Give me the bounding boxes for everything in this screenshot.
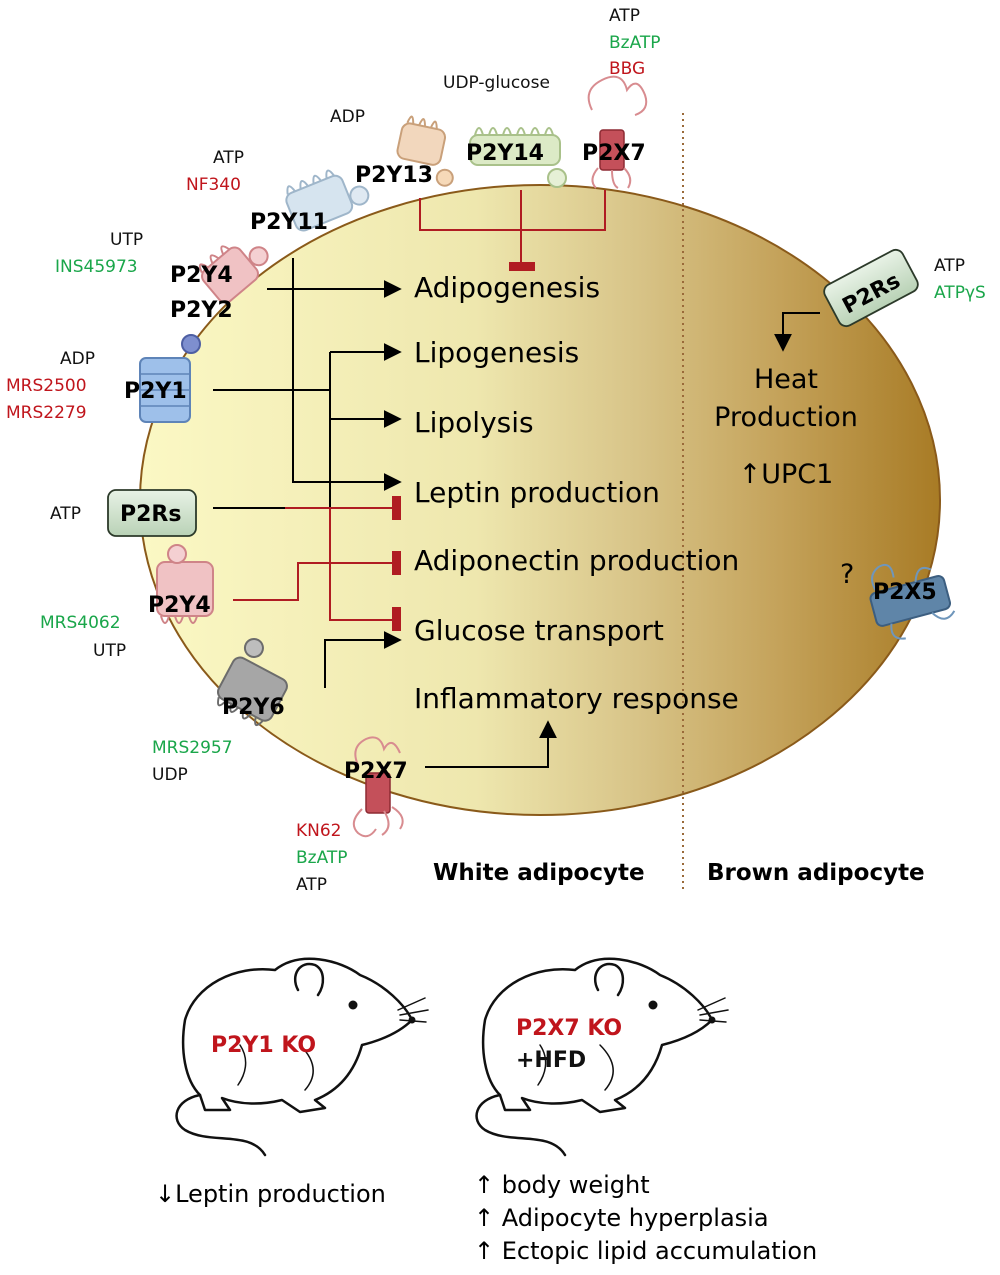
p2y13-receptor-icon: [396, 115, 454, 187]
p2x7-bottom-ligand-atp: ATP: [296, 875, 327, 895]
p2y1-ligand-mrs2500: MRS2500: [6, 376, 87, 396]
p2y1-ligand-mrs2279: MRS2279: [6, 403, 87, 423]
p2y4-bottom-label: P2Y4: [148, 593, 211, 618]
p2x7-bottom-ligand-bzatp: BzATP: [296, 848, 348, 868]
p2rs-white-label: P2Rs: [120, 502, 181, 527]
process-lipogenesis: Lipogenesis: [414, 336, 579, 369]
p2rs-brown-ligand-atp: ATP: [934, 256, 965, 276]
adipogenesis-inhibition-lines: [419, 190, 606, 262]
mouse-right-icon: [475, 957, 729, 1157]
p2y13-ligand: ADP: [330, 107, 365, 127]
right-outcome-hyperplasia: ↑ Adipocyte hyperplasia: [474, 1204, 769, 1232]
process-leptin-production: Leptin production: [414, 476, 660, 509]
p2y11-receptor-icon: [285, 169, 370, 232]
p2x7-top-ligand-bbg: BBG: [609, 59, 645, 79]
p2y11-label: P2Y11: [250, 210, 328, 235]
p2y6-ligand-mrs2957: MRS2957: [152, 738, 233, 758]
p2rs-brown-ligand-atpgs: ATPγS: [934, 283, 986, 303]
p2y11-ligand-atp: ATP: [213, 148, 244, 168]
p2x7-bottom-label: P2X7: [344, 759, 408, 784]
inhibition-lines: [233, 507, 392, 621]
p2y1-ko-label: P2Y1 KO: [211, 1033, 316, 1058]
brown-adipocyte-label: Brown adipocyte: [707, 860, 925, 886]
mouse-left-icon: [175, 957, 429, 1157]
p2rs-white-box: [107, 489, 197, 537]
p2x7-top-receptor-icon: [587, 75, 648, 189]
p2x5-question-mark: ?: [840, 559, 854, 590]
adipogenesis-inhibit-bar: [509, 262, 535, 271]
p2x7-ko-label: P2X7 KO: [516, 1016, 622, 1041]
leptin-inhibit-bar: [392, 496, 401, 520]
white-adipocyte-label: White adipocyte: [433, 860, 645, 886]
p2y14-ligand: UDP-glucose: [443, 73, 550, 93]
heat-label-line1: Heat: [754, 364, 818, 395]
p2y4-top-ligand-utp: UTP: [110, 230, 143, 250]
ucp1-label: ↑UPC1: [739, 459, 834, 490]
brown-p2rs-arrow: [774, 312, 820, 352]
p2y1-receptor-icon: [139, 334, 201, 423]
p2y4-bottom-ligand-utp: UTP: [93, 641, 126, 661]
p2rs-brown-box: [823, 248, 919, 328]
left-outcome-leptin: ↓Leptin production: [155, 1180, 386, 1208]
hfd-label: +HFD: [516, 1048, 586, 1073]
p2x7-bottom-receptor-icon: [352, 736, 404, 838]
p2x7-top-label: P2X7: [582, 141, 646, 166]
p2y6-label: P2Y6: [222, 695, 285, 720]
p2y1-ligand-adp: ADP: [60, 349, 95, 369]
p2x5-receptor-icon: [869, 563, 956, 640]
p2y1-label: P2Y1: [124, 379, 187, 404]
p2y4-bottom-receptor-icon: [156, 544, 214, 624]
right-outcome-body-weight: ↑ body weight: [474, 1171, 650, 1199]
p2y6-receptor-icon: [217, 637, 288, 727]
p2y11-ligand-nf340: NF340: [186, 175, 241, 195]
p2rs-white-ligand: ATP: [50, 504, 81, 524]
p2x7-bottom-ligand-kn62: KN62: [296, 821, 342, 841]
p2x7-top-ligand-bzatp: BzATP: [609, 33, 661, 53]
p2y4-p2y2-receptor-icon: [198, 245, 269, 304]
heat-label-line2: Production: [714, 402, 858, 433]
p2y4-bottom-ligand-mrs4062: MRS4062: [40, 613, 121, 633]
p2y14-label: P2Y14: [466, 141, 544, 166]
process-adipogenesis: Adipogenesis: [414, 271, 600, 304]
p2y4-top-label: P2Y4: [170, 263, 233, 288]
activation-lines: [213, 258, 557, 768]
p2y2-label: P2Y2: [170, 298, 233, 323]
right-outcome-ectopic-lipid: ↑ Ectopic lipid accumulation: [474, 1237, 817, 1265]
process-glucose-transport: Glucose transport: [414, 614, 664, 647]
p2y4-top-ligand-ins45973: INS45973: [55, 257, 138, 277]
adiponectin-inhibit-bar: [392, 551, 401, 575]
process-adiponectin-production: Adiponectin production: [414, 544, 739, 577]
process-lipolysis: Lipolysis: [414, 406, 534, 439]
p2y13-label: P2Y13: [355, 163, 433, 188]
glucose-inhibit-bar: [392, 607, 401, 631]
p2y6-ligand-udp: UDP: [152, 765, 188, 785]
p2y14-receptor-icon: [469, 127, 567, 188]
p2x7-top-ligand-atp: ATP: [609, 6, 640, 26]
p2x5-label: P2X5: [873, 580, 937, 605]
process-inflammatory-response: Inflammatory response: [414, 682, 739, 715]
